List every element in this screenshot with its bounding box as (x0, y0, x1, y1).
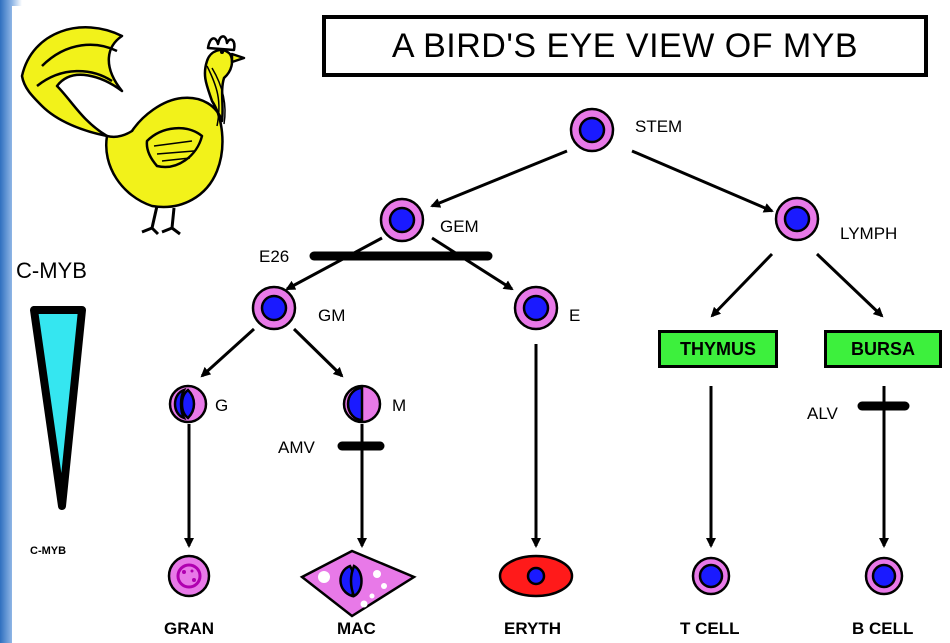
rooster-icon (22, 27, 244, 234)
arrow-lymph-bursa (817, 254, 882, 316)
title-box: A BIRD'S EYE VIEW OF MYB (322, 15, 928, 77)
arrow-gm-g (202, 329, 254, 376)
cmyb-label: C-MYB (16, 260, 87, 282)
diagram-graphics (12, 6, 944, 643)
cell-g (170, 386, 206, 422)
label-e: E (569, 307, 580, 324)
label-mac: MAC (337, 620, 376, 637)
bursa-box: BURSA (824, 330, 942, 368)
cmyb-small-label: C-MYB (30, 546, 66, 557)
label-gm: GM (318, 307, 345, 324)
bursa-label: BURSA (851, 339, 915, 360)
label-gem: GEM (440, 218, 479, 235)
arrow-gm-m (294, 329, 342, 376)
cell-gem (381, 199, 423, 241)
cmyb-wedge-icon (34, 310, 82, 506)
label-g: G (215, 397, 228, 414)
arrow-gem-gm (287, 238, 382, 289)
gran-cell (169, 556, 209, 596)
label-stem: STEM (635, 118, 682, 135)
thymus-box: THYMUS (658, 330, 778, 368)
label-eryth: ERYTH (504, 620, 561, 637)
diagram-canvas: A BIRD'S EYE VIEW OF MYB C-MYB C-MYB STE… (12, 6, 944, 643)
arrow-lymph-thymus (712, 254, 772, 316)
label-m: M (392, 397, 406, 414)
eryth-cell (500, 556, 572, 596)
label-tcell: T CELL (680, 620, 740, 637)
cell-m (344, 386, 380, 422)
label-gran: GRAN (164, 620, 214, 637)
cell-stem (571, 109, 613, 151)
tcell-cell (693, 558, 729, 594)
arrow-stem-gem (432, 151, 567, 206)
label-bcell: B CELL (852, 620, 913, 637)
bcell-cell (866, 558, 902, 594)
cell-gm (253, 287, 295, 329)
arrow-stem-lymph (632, 151, 772, 211)
arrow-gem-e (432, 238, 512, 289)
page-title: A BIRD'S EYE VIEW OF MYB (392, 27, 858, 66)
cell-e (515, 287, 557, 329)
label-lymph: LYMPH (840, 225, 897, 242)
label-e26: E26 (259, 248, 289, 265)
label-alv: ALV (807, 405, 838, 422)
mac-cell (302, 551, 414, 616)
label-amv: AMV (278, 439, 315, 456)
thymus-label: THYMUS (680, 339, 756, 360)
cell-lymph (776, 198, 818, 240)
